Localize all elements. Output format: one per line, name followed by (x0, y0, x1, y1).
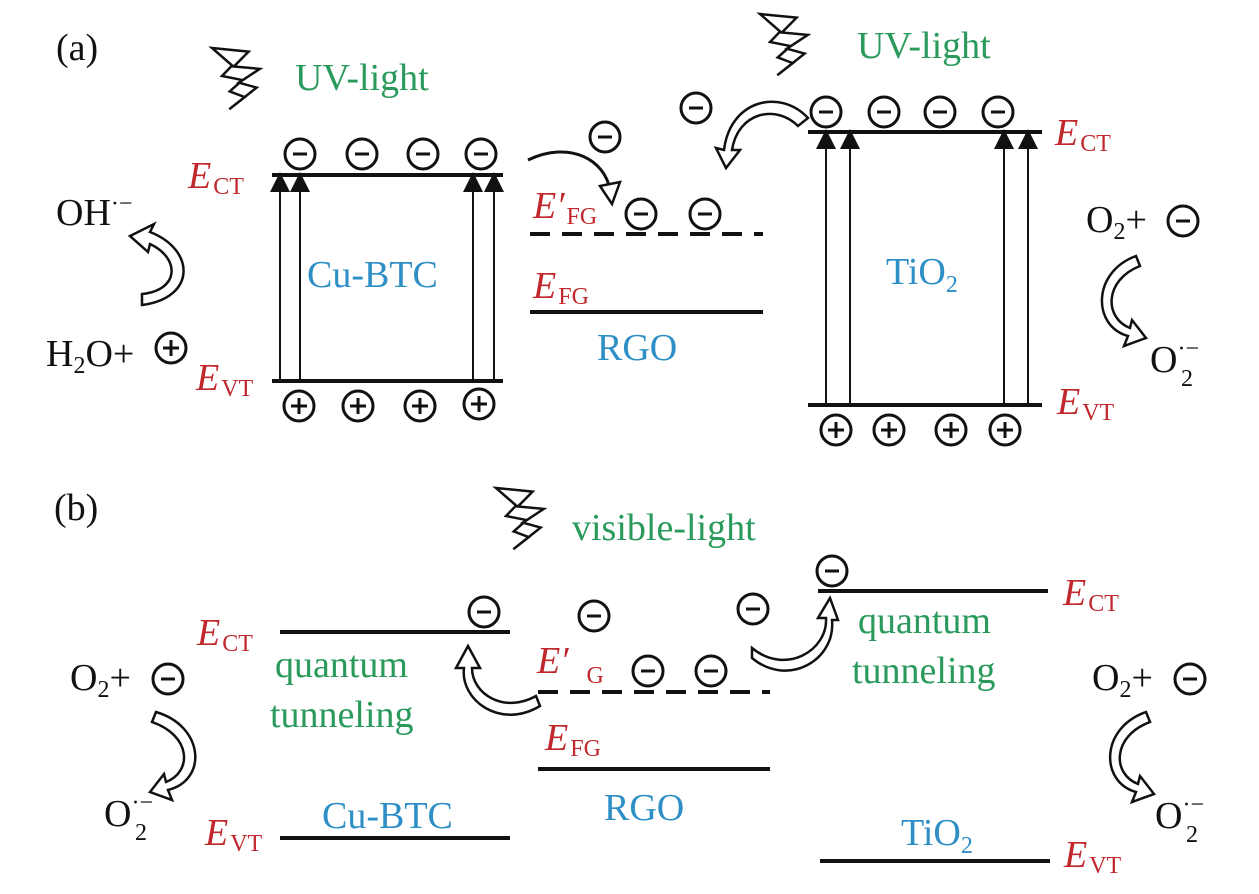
curved-arrow-icon (127, 221, 185, 307)
oxygen-plus-left-b: O2+ (70, 657, 131, 703)
e-ct-right-b: ECT (1062, 572, 1119, 617)
quantum-right-2: tunneling (852, 650, 996, 692)
electron-free (588, 120, 622, 154)
panel-b-label: (b) (54, 487, 98, 529)
lightning-bolt-icon (189, 34, 272, 118)
cu-btc-excitation-arrows (270, 172, 504, 381)
e-fg-b: EFG (544, 717, 601, 762)
curved-arrow-icon (1109, 710, 1157, 805)
tio2-excitation-arrows (816, 129, 1038, 405)
minus-circle-icon (467, 595, 501, 629)
superoxide-left-b: O·−2 (104, 790, 153, 846)
curved-arrow-icon (527, 150, 612, 191)
rgo-electrons-a (624, 197, 722, 231)
superoxide-right-b: O·−2 (1155, 792, 1204, 848)
minus-circle-icon (1173, 662, 1207, 696)
minus-circle-icon (151, 662, 185, 696)
e-ct-right-a: ECT (1054, 112, 1111, 157)
e-prime-g-b: E′G (536, 640, 604, 689)
e-ct-left-b: ECT (196, 612, 253, 657)
visible-light-label: visible-light (572, 507, 756, 549)
uv-light-left: UV-light (295, 57, 429, 99)
uv-light-right: UV-light (857, 25, 991, 67)
quantum-left-2: tunneling (270, 694, 414, 736)
e-vt-right-a: EVT (1056, 381, 1115, 426)
e-prime-fg-a: E′FG (532, 185, 597, 230)
curved-arrow-icon (750, 595, 840, 672)
curved-arrow-icon (453, 643, 542, 716)
tio2-label-a: TiO2 (886, 251, 958, 298)
superoxide-a: O·−2 (1150, 336, 1199, 392)
minus-circle-icon (1166, 204, 1200, 238)
electron-transfer (679, 91, 713, 125)
e-vt-left: EVT (195, 357, 254, 402)
tio2-holes (819, 413, 1022, 447)
rgo-label-a: RGO (597, 327, 677, 369)
cu-btc-label: Cu-BTC (307, 254, 438, 296)
tio2-electrons (809, 95, 1015, 129)
quantum-right-1: quantum (858, 600, 991, 642)
hydroxyl-radical: OH·− (56, 191, 132, 234)
quantum-left-1: quantum (275, 644, 408, 686)
panel-a-label: (a) (56, 27, 98, 69)
minus-circle-icon (815, 554, 849, 588)
water-plus: H2O+ (46, 333, 134, 379)
lightning-bolt-icon (473, 474, 556, 558)
cu-btc-label-b: Cu-BTC (322, 795, 453, 837)
cu-btc-holes (282, 387, 496, 423)
rgo-electrons-b (631, 654, 728, 688)
e-fg-a: EFG (532, 265, 589, 310)
curved-arrow-icon (1100, 254, 1149, 349)
plus-circle-icon (154, 331, 188, 365)
e-ct-left: ECT (187, 155, 244, 200)
tio2-label-b: TiO2 (901, 812, 973, 859)
curved-arrow-icon (147, 710, 197, 803)
curved-arrow-icon (713, 100, 810, 171)
oxygen-plus-right-b: O2+ (1092, 657, 1153, 703)
rgo-label-b: RGO (604, 787, 684, 829)
oxygen-plus-a: O2+ (1086, 199, 1147, 245)
cu-btc-electrons (283, 137, 498, 171)
lightning-bolt-icon (737, 0, 820, 84)
e-vt-left-b: EVT (204, 812, 263, 857)
e-vt-right-b: EVT (1063, 834, 1122, 879)
rgo-free-electrons-b (577, 592, 770, 633)
